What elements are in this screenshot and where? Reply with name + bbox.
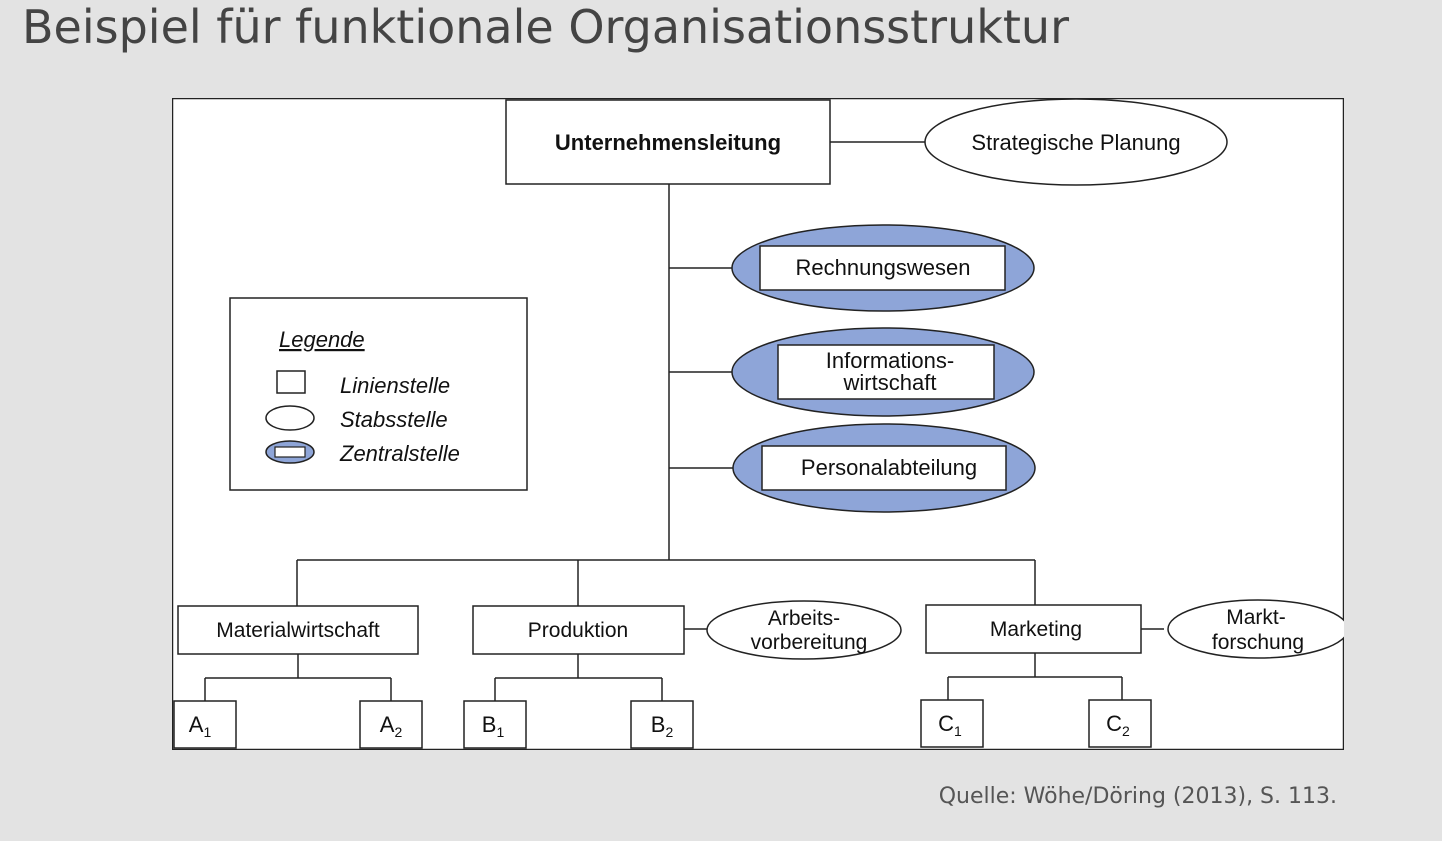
svg-text:C2: C2 [1106, 711, 1130, 739]
legend-zentral-icon-inner [274, 446, 306, 458]
legend-linie-icon [276, 370, 306, 394]
node-informationswirtschaft-line1: Informations- [826, 348, 954, 373]
unit-b2-subscript: 2 [665, 724, 673, 740]
node-strategische-planung: Strategische Planung [924, 98, 1228, 186]
org-chart: Unternehmensleitung Strategische Planung… [172, 98, 1344, 750]
legend-stab-icon [265, 405, 315, 431]
svg-text:A2: A2 [380, 712, 403, 740]
node-materialwirtschaft: Materialwirtschaft [177, 605, 419, 655]
node-rechnungswesen: Rechnungswesen [731, 224, 1035, 312]
unit-b1-subscript: 1 [496, 724, 504, 740]
unit-c2-label: C [1106, 711, 1122, 736]
svg-text:A1: A1 [189, 712, 212, 740]
legend: Legende Linienstelle Stabsstelle Zentral… [229, 297, 528, 491]
node-rechnungswesen-label: Rechnungswesen [796, 255, 971, 280]
node-marketing-label: Marketing [990, 618, 1082, 641]
legend-linie-label: Linienstelle [340, 373, 450, 398]
node-arbeitsvorbereitung-line1: Arbeits- [768, 607, 840, 630]
svg-text:C1: C1 [938, 711, 962, 739]
node-marketing: Marketing [925, 604, 1142, 654]
unit-c2-subscript: 2 [1122, 723, 1130, 739]
node-materialwirtschaft-label: Materialwirtschaft [216, 619, 380, 642]
unit-b2: B2 [630, 700, 694, 749]
unit-a1: A1 [173, 700, 237, 749]
legend-stab-label: Stabsstelle [340, 407, 448, 432]
unit-c1: C1 [920, 699, 984, 748]
node-unternehmensleitung: Unternehmensleitung [505, 99, 831, 185]
unit-a2: A2 [359, 700, 423, 749]
node-arbeitsvorbereitung: Arbeits- vorbereitung [706, 600, 902, 660]
page-title: Beispiel für funktionale Organisationsst… [22, 0, 1069, 54]
unit-b1-label: B [482, 712, 497, 737]
legend-zentral-label: Zentralstelle [339, 441, 460, 466]
node-personalabteilung-label: Personalabteilung [801, 455, 977, 480]
connector-lines [204, 141, 1164, 701]
node-strategische-planung-label: Strategische Planung [971, 130, 1180, 155]
unit-c2: C2 [1088, 699, 1152, 748]
node-marktforschung-line1: Markt- [1226, 606, 1286, 629]
unit-b2-label: B [651, 712, 666, 737]
unit-a1-subscript: 1 [203, 724, 211, 740]
node-unternehmensleitung-label: Unternehmensleitung [555, 130, 781, 155]
node-arbeitsvorbereitung-line2: vorbereitung [751, 631, 868, 654]
node-produktion: Produktion [472, 605, 685, 655]
unit-c1-subscript: 1 [954, 723, 962, 739]
source-citation: Quelle: Wöhe/Döring (2013), S. 113. [938, 784, 1337, 809]
unit-a2-subscript: 2 [394, 724, 402, 740]
node-marktforschung-line2: forschung [1212, 631, 1304, 654]
node-marktforschung: Markt- forschung [1167, 599, 1344, 659]
node-informationswirtschaft: Informations- wirtschaft [731, 327, 1035, 417]
node-informationswirtschaft-line2: wirtschaft [843, 370, 937, 395]
unit-a2-label: A [380, 712, 395, 737]
node-produktion-label: Produktion [528, 619, 628, 642]
svg-text:B2: B2 [651, 712, 674, 740]
legend-title: Legende [279, 327, 365, 352]
unit-a1-label: A [189, 712, 204, 737]
node-personalabteilung: Personalabteilung [732, 423, 1036, 513]
unit-b1: B1 [463, 700, 527, 749]
svg-text:B1: B1 [482, 712, 505, 740]
unit-c1-label: C [938, 711, 954, 736]
